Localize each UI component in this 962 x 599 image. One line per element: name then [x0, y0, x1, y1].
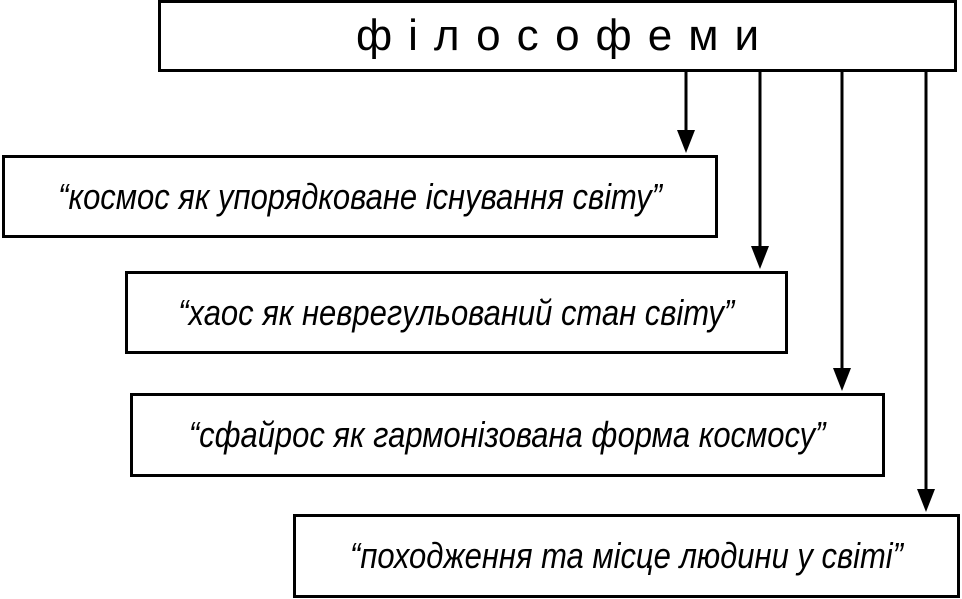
- concept-box-human: “походження та місце людини у світі”: [293, 514, 960, 598]
- arrow-to-item-2: [751, 72, 769, 269]
- concept-label-sphairos: “сфайрос як гармонізована форма космосу”: [189, 414, 826, 455]
- concept-label-human: “походження та місце людини у світі”: [350, 535, 903, 576]
- concept-box-sphairos: “сфайрос як гармонізована форма космосу”: [130, 393, 885, 477]
- concept-box-chaos: “хаос як неврегульований стан світу”: [125, 271, 788, 354]
- arrow-to-item-1: [677, 72, 695, 153]
- arrow-to-item-3: [833, 72, 851, 391]
- diagram-title-box: філософеми: [158, 0, 957, 72]
- diagram-title: філософеми: [355, 11, 776, 60]
- concept-label-chaos: “хаос як неврегульований стан світу”: [178, 291, 735, 333]
- concept-label-cosmos: “космос як упорядковане існування світу”: [58, 175, 662, 217]
- concept-box-cosmos: “космос як упорядковане існування світу”: [2, 155, 718, 238]
- arrow-to-item-4: [917, 72, 935, 512]
